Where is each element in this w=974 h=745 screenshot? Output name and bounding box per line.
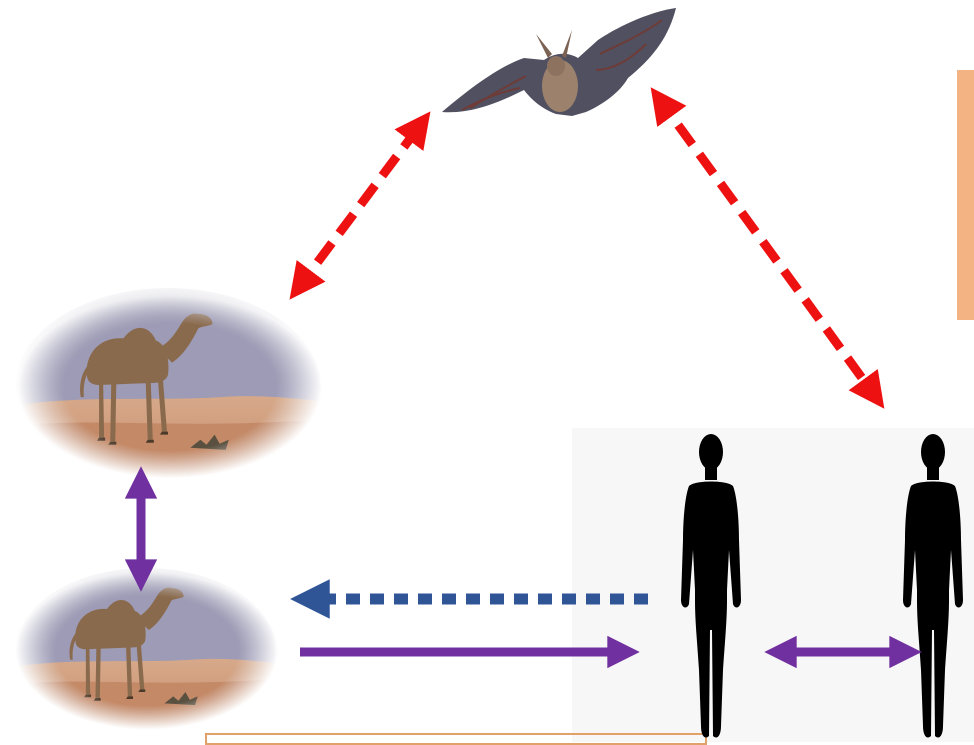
bat-camel-arrow bbox=[296, 120, 424, 291]
bat-human-arrow bbox=[657, 96, 878, 400]
human-right-silhouette bbox=[903, 434, 963, 738]
human-left-silhouette bbox=[681, 434, 741, 738]
camel-bottom-image bbox=[16, 568, 278, 732]
camel-top-image bbox=[16, 288, 322, 482]
bat-image bbox=[442, 8, 676, 116]
